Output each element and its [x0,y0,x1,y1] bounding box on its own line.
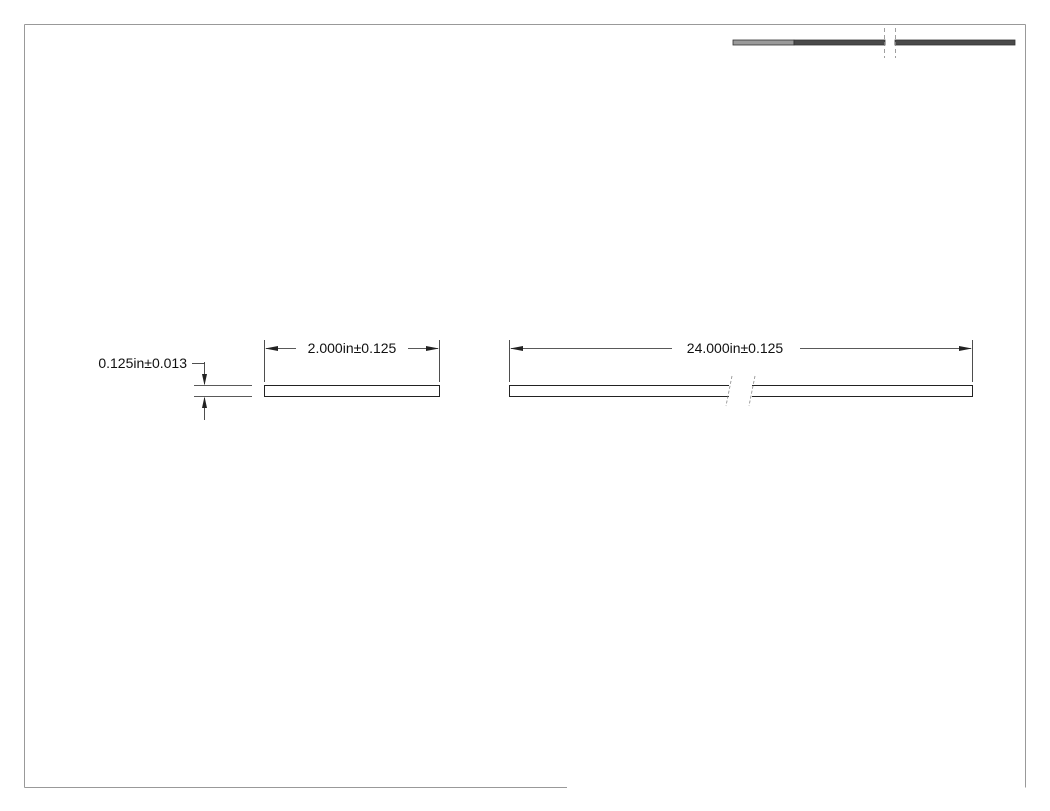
length-dimension-arrow-left [510,346,523,351]
length-dimension-label: 24.000in±0.125 [687,340,784,356]
length-view-right-part [752,385,973,397]
width-dimension-arrow-right [426,346,439,351]
thickness-dimension-arrow-top [202,374,207,386]
preview-bar [732,28,1016,58]
thickness-dimension-arrow-bottom [202,396,207,408]
thickness-dimension [192,362,252,420]
width-dimension-label: 2.000in±0.125 [308,340,397,356]
length-dimension-arrow-right [959,346,972,351]
length-view-left-part [509,385,729,397]
length-view-break-lines [725,375,756,407]
width-dimension-arrow-left [265,346,278,351]
length-dimension [509,340,973,382]
length-view [509,385,973,397]
preview-bar-light-segment [732,39,795,46]
cross-section-view [264,385,440,397]
sheet-border [24,24,1026,788]
preview-bar-dark-segment [793,39,886,46]
thickness-dimension-label: 0.125in±0.013 [98,355,187,371]
preview-bar-dark-segment-right [894,39,1016,46]
